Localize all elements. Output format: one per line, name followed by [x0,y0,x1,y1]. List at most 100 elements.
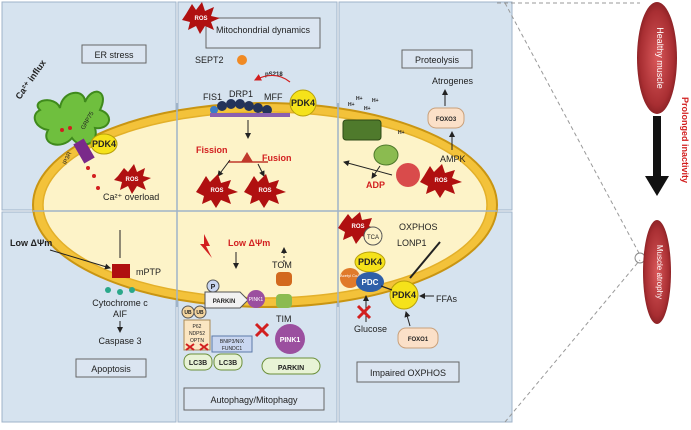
mito-dynamics-box [205,17,321,49]
tca-cycle [363,226,383,246]
er-stress-title: ER stress [94,50,134,60]
atrogenes-label: Atrogenes [432,76,474,86]
tim-complex [276,294,292,308]
impaired-oxphos-box [356,361,460,383]
bnip3-box [211,335,253,353]
dynamics-pdk4-circle [289,89,317,117]
fusion-ros-label: ROS [258,188,271,194]
apoptosis-low-dpsi: Low ΔΨm [10,238,52,248]
proteolysis-ros-label: ROS [434,178,447,184]
lc3b1-label: LC3B [189,360,207,367]
acetyl-coa-label: Acetyl CoA [340,273,360,278]
h-plus-4: H+ [372,98,379,104]
fusion-ros-burst [244,174,286,208]
ndp52-label: NDP52 [189,331,205,337]
mito-dynamics-title: Mitochondrial dynamics [216,25,311,35]
proteolysis-content: H+ H+ H+ H+ H+ ADP Atrogenes FOXO3 AMPK … [342,76,474,198]
apoptosis-title: Apoptosis [91,364,131,374]
dynamics-pdk4-label: PDK4 [291,98,315,108]
tom-label: TOM [272,260,292,270]
dynamics-ros-burst [182,2,220,34]
dna-damage [396,163,420,187]
er-organelle [33,90,110,146]
autophagy-title: Autophagy/Mitophagy [210,395,298,405]
h-plus-3: H+ [364,106,371,112]
p62-label: P62 [193,324,202,330]
parkin-arrow-shape [204,291,249,309]
dynamics-ros-label: ROS [194,16,207,22]
adp-label: ADP [366,180,385,190]
parkin-label: PARKIN [213,299,236,305]
cytochrome-c-label: Cytochrome c [92,298,148,308]
oxphos-pdk4-bottom [389,280,419,310]
healthy-muscle-label: Healthy muscle [655,27,665,89]
ub1-label: UB [184,310,192,316]
h-plus-5: H+ [398,130,405,136]
inactivity-arrow [645,176,669,196]
ffas-label: FFAs [436,294,458,304]
autophagy-content: Low ΔΨm TOM TIM P PARKIN PINK1 PINK1 PAR… [181,234,321,375]
panel-titles: ER stress Mitochondrial dynamics Proteol… [75,17,473,411]
atrophied-muscle [643,220,671,324]
healthy-muscle [637,2,677,114]
foxo3-nucleus [427,107,465,129]
er-pdk4-oval [90,133,118,155]
oxphos-pdk4-bottom-label: PDK4 [392,290,416,300]
fis1-label: FIS1 [203,92,222,102]
foxo3-label: FOXO3 [436,117,457,123]
lc3b-2 [213,353,243,371]
parkin2-box [261,357,321,375]
atp-synthase-f1 [373,144,399,166]
pink1-circle [275,324,305,354]
mptp-pore [112,264,130,278]
er-ros-burst [114,164,151,194]
lightning-icon [200,234,212,258]
er-stress-box [81,44,147,64]
proteolysis-box [401,49,473,69]
lc3b-1 [183,353,213,371]
ampk-label: AMPK [440,154,466,164]
oxphos-content: ROS TCA OXPHOS LONP1 PDK4 Acetyl CoA PDC… [338,212,458,349]
parkin2-label: PARKIN [278,365,304,372]
autophagy-low-dpsi: Low ΔΨm [228,238,270,248]
glucose-label: Glucose [354,324,387,334]
h-plus-1: H+ [348,102,355,108]
ca-overload-label: Ca²⁺ overload [103,192,159,202]
atp-synthase-f0 [342,119,382,141]
ub2-label: UB [196,310,204,316]
oxphos-ros-label: ROS [351,224,364,230]
foxo1-label: FOXO1 [408,337,429,343]
lc3b2-label: LC3B [219,360,237,367]
oxphos-pdk4-top-label: PDK4 [358,257,382,267]
fission-label: Fission [196,145,228,155]
er-ros-label: ROS [125,177,138,183]
tim-label: TIM [276,314,292,324]
mptp-label: mPTP [136,267,161,277]
balance-triangle [241,152,253,162]
pink1-small-circle [247,290,265,308]
drp1-label: DRP1 [229,89,253,99]
fusion-label: Fusion [262,153,292,163]
sept2-label: SEPT2 [195,55,224,65]
impaired-oxphos-title: Impaired OXPHOS [370,368,446,378]
acetyl-coa [340,268,360,288]
bnip3-label: BNIP3/NIX [220,339,245,345]
proteolysis-ros-burst [420,164,462,198]
foxo1-nucleus [397,327,439,349]
mff-label: MFF [264,92,283,102]
proteolysis-title: Proteolysis [415,55,460,65]
prolonged-inactivity-label: Prolonged inactivity [680,97,690,183]
aif-label: AIF [113,309,128,319]
ip3r-label: IP3R [62,151,73,166]
ip3r-channel [73,138,95,164]
oxphos-label: OXPHOS [399,222,438,232]
lonp1-label: LONP1 [397,238,427,248]
pink1-small-label: PINK1 [249,297,264,303]
tom-complex [276,272,292,286]
fission-ros-label: ROS [210,188,223,194]
apoptosis-box [75,358,147,378]
er-pdk4-label: PDK4 [92,139,116,149]
dynamics-content: ROS SEPT2 pS218 FIS1 DRP1 MFF PDK4 Fissi… [182,2,317,208]
muscle-atrophy-label: Muscle atrophy [655,245,664,299]
